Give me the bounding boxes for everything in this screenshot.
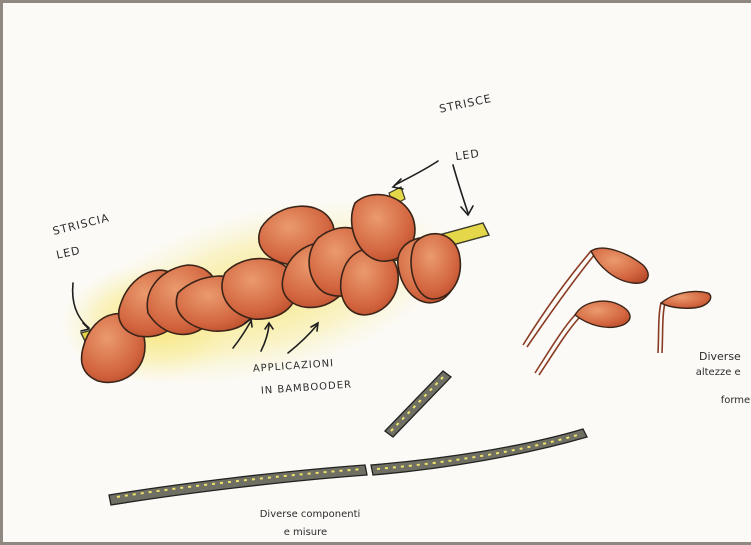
leaf	[411, 234, 460, 299]
label-diverse-forme-line2: altezze e	[696, 367, 741, 378]
label-diverse-forme-line3: forme	[721, 395, 750, 406]
leaf	[661, 291, 711, 308]
label-applicazioni-line2: IN BAMBOODER	[260, 379, 352, 396]
label-diverse-componenti-2: e misure	[271, 515, 327, 545]
sketch-drawing	[3, 3, 751, 545]
leaf	[591, 248, 648, 283]
label-striscia-line1: STRISCIA	[51, 211, 110, 238]
leaf	[575, 301, 630, 327]
label-strisce-led-2: LED	[435, 135, 482, 178]
label-diverse-componenti-line2: e misure	[284, 527, 327, 538]
label-strisce-line1: STRISCE	[438, 92, 493, 116]
label-striscia-line2: LED	[55, 244, 82, 262]
label-strisce-line2: LED	[454, 147, 480, 163]
label-diverse-forme-3: forme	[708, 383, 750, 418]
